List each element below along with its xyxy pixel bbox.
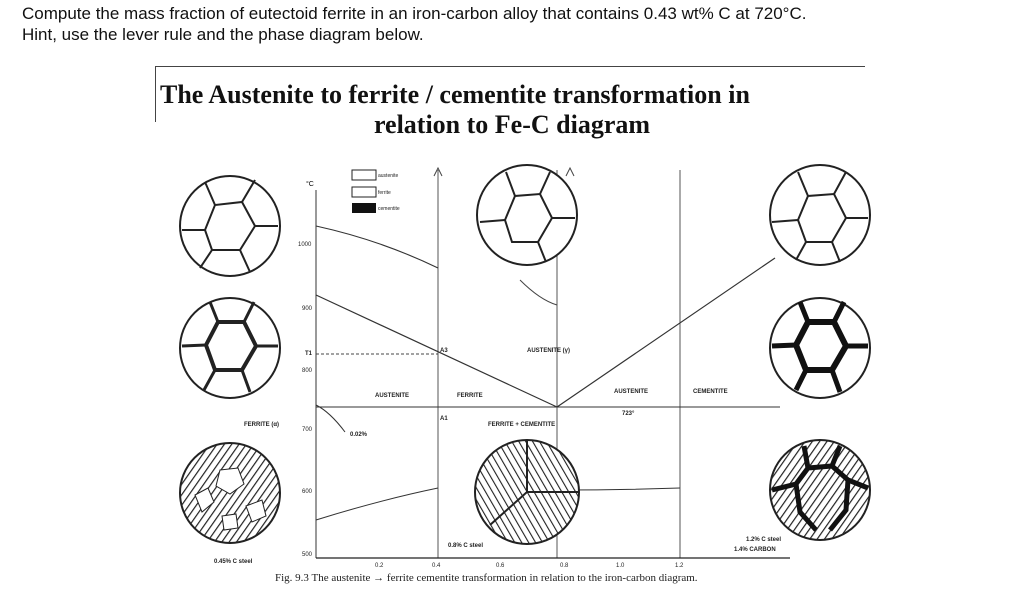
label-austenite-gamma: AUSTENITE (γ) bbox=[527, 348, 570, 354]
temp-tick-800: 800 bbox=[302, 368, 313, 374]
micro-austenite-left bbox=[179, 175, 281, 277]
temp-tick-900: 900 bbox=[302, 306, 313, 312]
label-carbon-axis: 1.4% CARBON bbox=[734, 547, 776, 553]
arrow-045 bbox=[433, 166, 443, 177]
x-tick-08: 0.8 bbox=[560, 563, 569, 569]
figure-heading-line-1: The Austenite to ferrite / cementite tra… bbox=[160, 80, 750, 109]
micro-pearlite-right bbox=[769, 439, 871, 541]
a3-line bbox=[315, 294, 558, 408]
label-ferrite-mid: FERRITE bbox=[457, 393, 483, 399]
x-tick-10: 1.0 bbox=[616, 563, 625, 569]
label-austenite-left: AUSTENITE bbox=[375, 393, 409, 399]
figure-caption: Fig. 9.3 The austenite → ferrite cementi… bbox=[275, 572, 698, 584]
micro-austenite-right bbox=[769, 164, 871, 266]
figure-heading-line-2: relation to Fe-C diagram bbox=[373, 110, 651, 139]
alpha-solvus bbox=[315, 404, 346, 433]
temp-tick-600: 600 bbox=[302, 489, 313, 495]
temp-tick-700: 700 bbox=[302, 427, 313, 433]
heading-rule bbox=[155, 66, 865, 67]
acm-line bbox=[556, 257, 776, 408]
label-a3: A3 bbox=[440, 348, 448, 354]
micro-austenite-mid bbox=[476, 164, 578, 266]
label-cementite-right: CEMENTITE bbox=[693, 389, 728, 395]
label-carbon-002: 0.02% bbox=[350, 432, 368, 438]
x-tick-02: 0.2 bbox=[375, 563, 384, 569]
label-austenite-right: AUSTENITE bbox=[614, 389, 648, 395]
cooling-curve-left bbox=[315, 225, 439, 269]
legend-cementite-label: cementite bbox=[378, 206, 400, 212]
austenite-pointer bbox=[519, 279, 558, 306]
arrow-08 bbox=[565, 166, 575, 177]
label-ferrite-alpha: FERRITE (α) bbox=[244, 422, 279, 428]
x-tick-04: 0.4 bbox=[432, 563, 441, 569]
micro-ferrite-austenite-left bbox=[179, 297, 281, 399]
cooling-curve-lower bbox=[315, 487, 439, 521]
heading-rule-tick bbox=[155, 66, 156, 122]
question-line-2: Hint, use the lever rule and the phase d… bbox=[22, 25, 424, 44]
x-tick-12: 1.2 bbox=[675, 563, 684, 569]
micro-pearlite-left bbox=[179, 442, 281, 544]
micro-cementite-right bbox=[769, 297, 871, 399]
label-steel-08: 0.8% C steel bbox=[448, 543, 483, 549]
micro-pearlite-mid bbox=[474, 439, 580, 545]
legend-ferrite-swatch bbox=[351, 186, 377, 198]
legend-austenite-swatch bbox=[351, 169, 377, 181]
legend-cementite-swatch bbox=[352, 203, 376, 213]
label-steel-045: 0.45% C steel bbox=[214, 559, 253, 565]
temp-tick-500: 500 bbox=[302, 552, 313, 558]
label-ferrite-cementite: FERRITE + CEMENTITE bbox=[488, 422, 555, 428]
question-text: Compute the mass fraction of eutectoid f… bbox=[22, 3, 806, 45]
legend-ferrite-label: ferrite bbox=[378, 190, 391, 196]
temp-tick-1000: 1000 bbox=[298, 242, 312, 248]
label-a1: A1 bbox=[440, 416, 448, 422]
label-t1: T1 bbox=[305, 351, 313, 357]
axis-unit: °C bbox=[306, 180, 314, 188]
label-steel-12: 1.2% C steel bbox=[746, 537, 781, 543]
x-tick-06: 0.6 bbox=[496, 563, 505, 569]
label-723: 723° bbox=[622, 411, 635, 417]
legend-austenite-label: austenite bbox=[378, 173, 399, 179]
question-line-1: Compute the mass fraction of eutectoid f… bbox=[22, 4, 807, 23]
